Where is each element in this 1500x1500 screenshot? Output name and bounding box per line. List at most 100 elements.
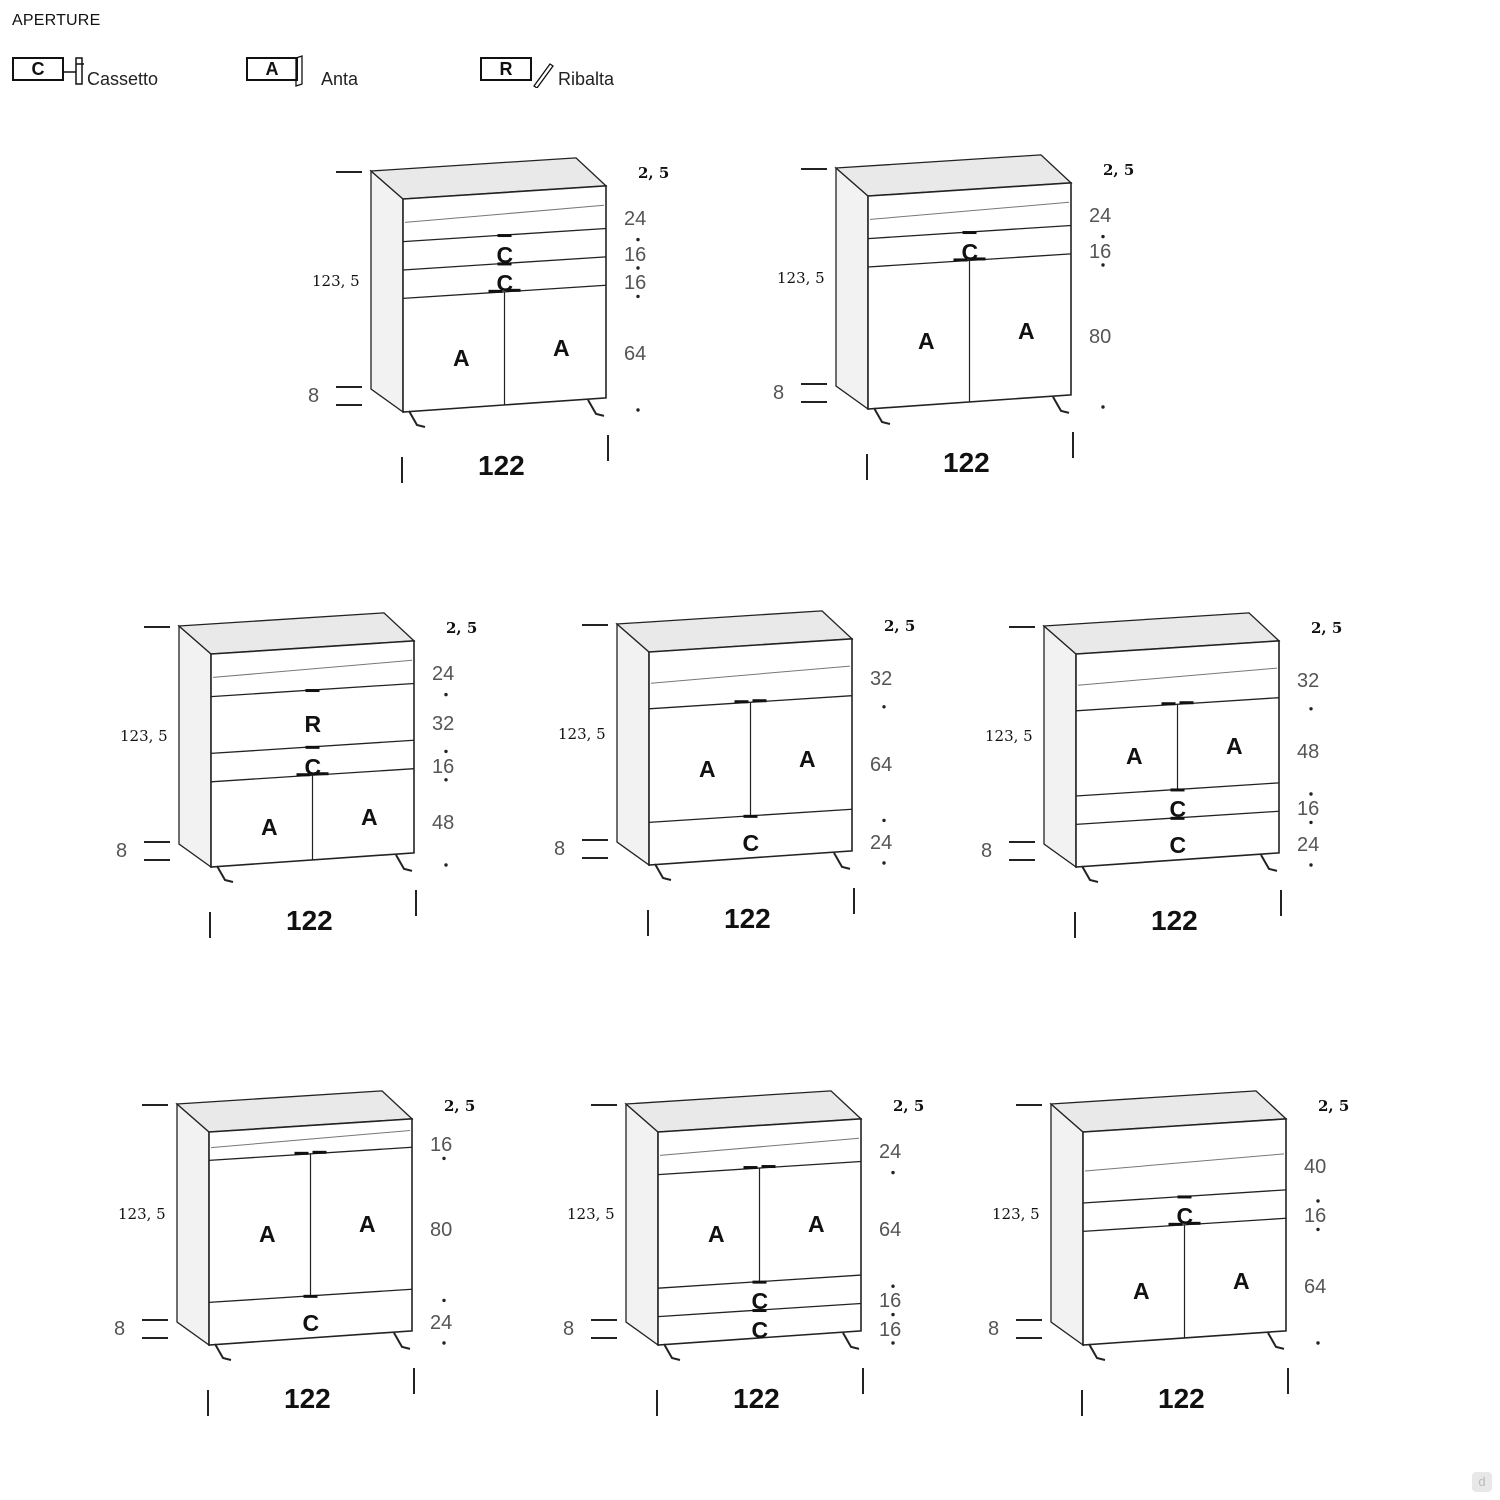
section-height-label: 48 (432, 812, 455, 835)
cabinet-side-panel (1043, 624, 1077, 869)
total-height-label: 123, 5 (312, 272, 360, 290)
section-height-label: 16 (1297, 798, 1320, 821)
door-handle (1168, 1222, 1183, 1226)
section-height-label: 32 (1297, 670, 1320, 693)
section-divider (648, 695, 853, 710)
door-handle (296, 773, 311, 777)
section-height-label: 24 (1297, 833, 1320, 856)
cabinet-leg (654, 863, 672, 881)
component-c-label: C (302, 1309, 320, 1336)
section-divider (657, 1160, 862, 1176)
base-height-label: 8 (114, 1318, 126, 1340)
watermark-badge: d (1472, 1472, 1492, 1492)
component-a-label: A (1133, 1278, 1150, 1305)
door-handle (761, 1165, 776, 1169)
door-handle (314, 772, 329, 776)
dimension-dot (636, 408, 640, 412)
section-height-label: 16 (432, 755, 455, 778)
component-a-label: A (1233, 1268, 1250, 1295)
door-handle (734, 700, 749, 704)
top-thickness-label: 2, 5 (1311, 619, 1343, 637)
component-c-label: C (751, 1288, 769, 1315)
component-c-label: C (742, 829, 760, 856)
dimension-dot (882, 861, 886, 865)
dimension-dot (444, 749, 448, 754)
dimension-dot (444, 863, 448, 867)
cabinet-side-panel (178, 624, 212, 869)
component-c-label: C (1176, 1203, 1194, 1230)
total-width-label: 122 (284, 1383, 331, 1414)
open-shelf-back-line (210, 1129, 411, 1149)
cabinet-side-panel (176, 1102, 210, 1347)
drawer-handle (305, 745, 320, 749)
section-height-label: 64 (870, 753, 893, 776)
section-height-label: 24 (870, 831, 893, 854)
component-c-label: C (496, 270, 514, 297)
section-height-label: 16 (624, 272, 647, 295)
dimension-dot (891, 1284, 895, 1288)
total-width-label: 122 (1151, 905, 1198, 936)
door-handle (953, 258, 968, 262)
section-height-label: 40 (1304, 1155, 1327, 1178)
section-height-label: 24 (879, 1141, 902, 1164)
drawer-handle (497, 262, 512, 266)
open-shelf-back-line (212, 659, 413, 678)
flap-icon (533, 63, 554, 88)
section-divider (210, 768, 415, 783)
section-height-label: 16 (1304, 1205, 1327, 1228)
dimension-dot (444, 778, 448, 782)
section-divider (1075, 697, 1280, 712)
component-a-label: A (261, 814, 278, 841)
dimension-dot (891, 1341, 895, 1345)
component-a-label: A (1226, 733, 1243, 760)
dimension-dot (891, 1170, 895, 1175)
cabinet-leg (663, 1343, 681, 1361)
section-height-label: 32 (870, 668, 893, 691)
base-height-label: 8 (563, 1318, 575, 1340)
cabinet-leg (408, 410, 426, 428)
cabinet-side-panel (1050, 1102, 1084, 1347)
dimension-dot (442, 1156, 446, 1161)
door-handle (1179, 701, 1194, 705)
cabinet-drawing (582, 610, 886, 936)
dimension-dot (1309, 863, 1313, 867)
legend-code-box: A (246, 57, 298, 81)
total-width-label: 122 (724, 903, 771, 934)
section-height-label: 16 (879, 1318, 902, 1341)
section-height-label: 16 (1089, 240, 1112, 263)
component-a-label: A (808, 1211, 825, 1238)
dimension-dot (636, 294, 640, 299)
section-divider (1082, 1217, 1287, 1233)
cabinet-drawing (1009, 612, 1313, 938)
component-a-label: A (553, 335, 570, 362)
cabinet-drawing (142, 1090, 446, 1416)
drawer-handle (303, 1294, 318, 1298)
drawer-handle (752, 1309, 767, 1313)
legend-code-box: C (12, 57, 64, 81)
total-width-label: 122 (1158, 1383, 1205, 1414)
component-a-label: A (259, 1221, 276, 1248)
component-a-label: A (453, 345, 470, 372)
legend-label: Ribalta (558, 69, 615, 89)
open-shelf-back-line (1084, 1153, 1285, 1172)
open-shelf-back-line (869, 201, 1070, 220)
page-title: APERTURE (12, 12, 101, 29)
top-thickness-label: 2, 5 (638, 164, 670, 182)
total-height-label: 123, 5 (558, 725, 606, 743)
dimension-dot (1101, 263, 1105, 267)
total-height-label: 123, 5 (120, 727, 168, 745)
component-a-label: A (708, 1221, 725, 1248)
component-a-label: A (799, 745, 816, 772)
dimension-dot (1101, 234, 1105, 239)
door-handle (506, 288, 521, 292)
total-height-label: 123, 5 (985, 727, 1033, 745)
door-handle (1161, 702, 1176, 706)
base-height-label: 8 (773, 382, 785, 404)
cabinet-side-panel (835, 166, 869, 411)
base-height-label: 8 (116, 840, 128, 862)
dimension-dot (1309, 820, 1313, 825)
open-shelf-back-line (659, 1137, 860, 1156)
